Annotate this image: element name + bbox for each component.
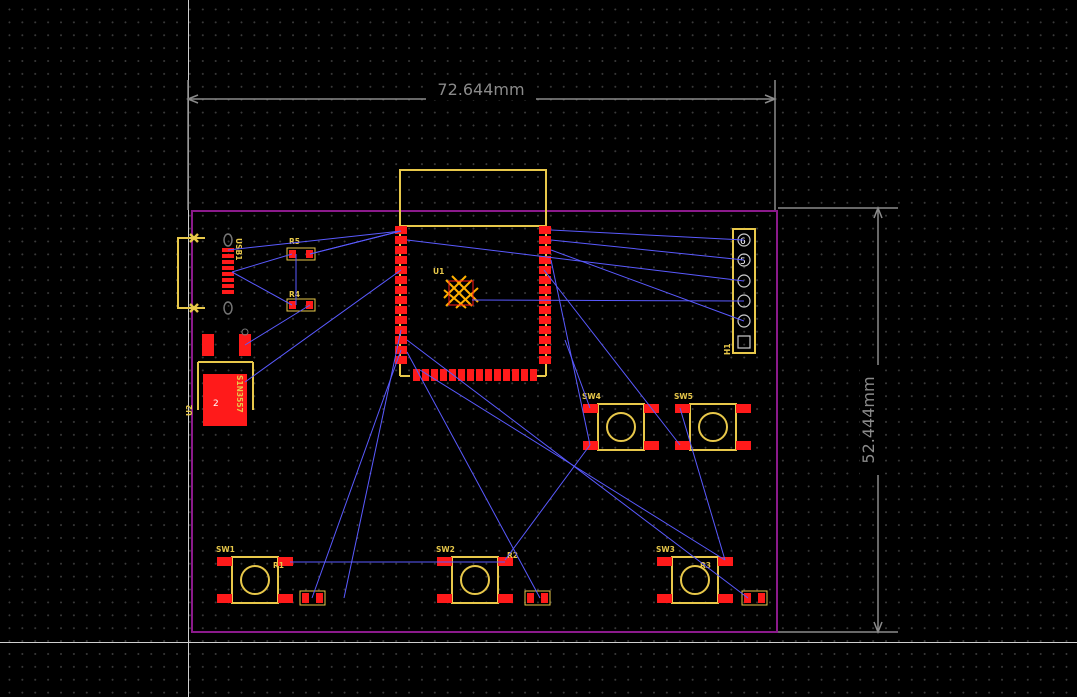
r5-designator: R5 <box>289 237 300 246</box>
usb1-connector[interactable]: USB1 <box>177 233 243 315</box>
sw5-designator: SW5 <box>674 392 693 401</box>
h1-pin-6-label: 6 <box>740 237 746 247</box>
sw4-switch[interactable]: SW4 <box>582 392 659 451</box>
u2-pin-label: 2 <box>213 399 219 409</box>
r1-designator: R1 <box>273 561 284 570</box>
r1-resistor[interactable]: R1 <box>273 561 326 606</box>
width-label-bg <box>426 80 536 100</box>
r5-resistor[interactable]: R5 <box>286 237 316 261</box>
width-dimension-label: 72.644mm <box>437 80 524 99</box>
r4-designator: R4 <box>289 290 300 299</box>
u1-thermal-pad[interactable] <box>443 275 479 309</box>
r3-resistor[interactable]: R3 <box>700 561 768 606</box>
r4-resistor[interactable]: R4 <box>286 290 316 312</box>
height-label-bg <box>860 365 882 475</box>
u1-designator: U1 <box>433 267 444 276</box>
sw1-switch[interactable]: SW1 <box>216 545 293 604</box>
r2-resistor[interactable]: R2 <box>507 551 551 606</box>
usb1-pads[interactable] <box>222 248 234 294</box>
u2-part-number: S1N3557 <box>235 375 244 413</box>
u1-right-pads[interactable] <box>539 226 551 364</box>
sw4-designator: SW4 <box>582 392 601 401</box>
u2-regulator[interactable]: 2 S1N3557 U2 <box>185 328 254 426</box>
u1-module[interactable]: U1 <box>395 169 551 381</box>
u1-bottom-pads[interactable] <box>413 369 537 381</box>
sw5-switch[interactable]: SW5 <box>674 392 751 451</box>
height-dimension-label: 52.444mm <box>859 376 878 463</box>
r2-designator: R2 <box>507 551 518 560</box>
h1-pin-5-label: 5 <box>740 257 746 267</box>
board-outline[interactable] <box>191 210 778 633</box>
sw3-designator: SW3 <box>656 545 675 554</box>
u2-designator: U2 <box>185 405 194 416</box>
sw2-switch[interactable]: SW2 <box>436 545 513 604</box>
sw2-designator: SW2 <box>436 545 455 554</box>
ratsnest-lines <box>227 229 749 599</box>
h1-designator: H1 <box>723 344 732 356</box>
sw1-designator: SW1 <box>216 545 235 554</box>
h1-header[interactable]: 6 5 H1 <box>723 228 756 356</box>
sw3-switch[interactable]: SW3 <box>656 545 733 604</box>
